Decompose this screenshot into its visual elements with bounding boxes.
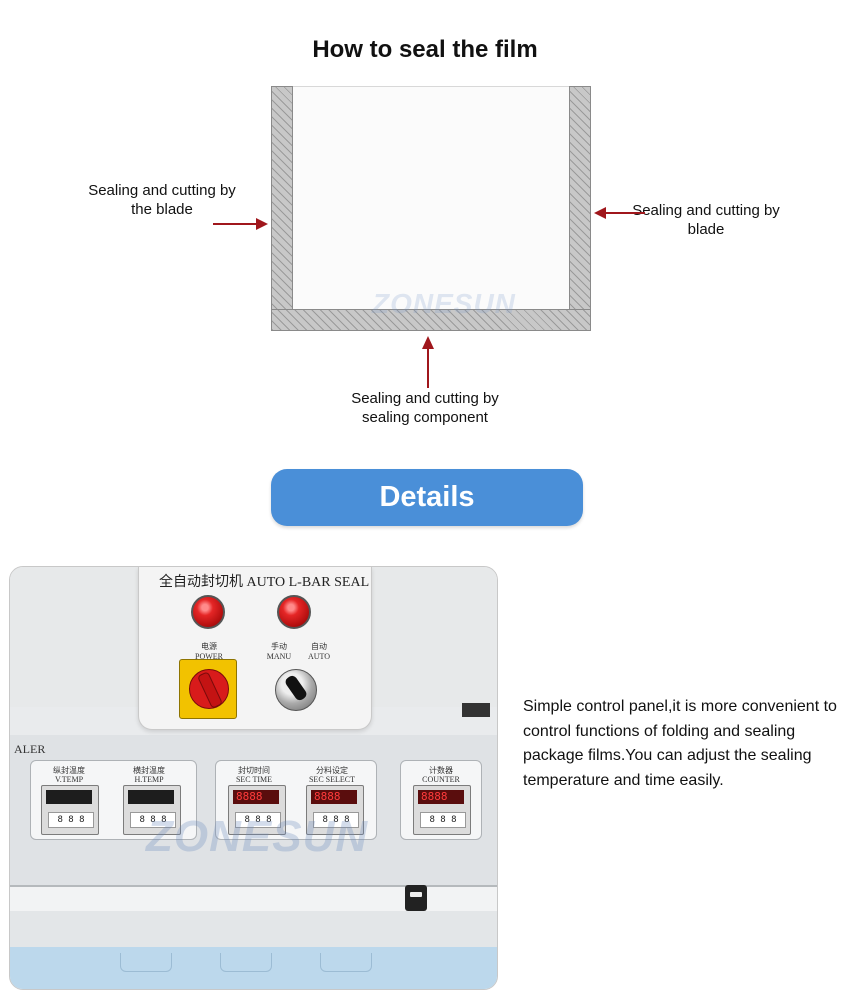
timer-meter bbox=[228, 785, 286, 835]
film-inner-area bbox=[292, 86, 570, 311]
photo-watermark: ZONESUN bbox=[146, 812, 369, 861]
meter-label-cn: 纵封温度 bbox=[53, 766, 85, 775]
details-button[interactable]: Details bbox=[271, 469, 583, 526]
hinge-icon bbox=[405, 885, 427, 911]
power-label-cn: 电源 bbox=[201, 642, 217, 651]
power-switch-knob-icon bbox=[189, 669, 229, 709]
meter-label-cn: 横封温度 bbox=[133, 766, 165, 775]
manual-label-cn: 手动 bbox=[271, 642, 287, 651]
panel-heading: 全自动封切机 AUTO L-BAR SEAL bbox=[159, 575, 370, 590]
meter-label-cn: 封切时间 bbox=[238, 766, 270, 775]
film-diagram bbox=[271, 86, 591, 331]
meter-label-cn: 分料设定 bbox=[316, 766, 348, 775]
temperature-meter bbox=[41, 785, 99, 835]
mode-selector-knob-icon bbox=[275, 669, 317, 711]
meter-label-en: SEC SELECT bbox=[308, 775, 355, 784]
watermark: ZONESUN bbox=[372, 288, 516, 319]
timer-meter bbox=[306, 785, 364, 835]
label-left-blade: Sealing and cutting by the blade bbox=[88, 182, 236, 218]
meter-label-en: H.TEMP bbox=[134, 775, 164, 784]
arrow-up-icon bbox=[422, 336, 434, 388]
auto-label-cn: 自动 bbox=[311, 642, 327, 651]
bottom-seal-edge bbox=[271, 309, 591, 331]
machine-base bbox=[10, 947, 497, 989]
arrows-layer bbox=[213, 207, 645, 388]
meter-label-en: COUNTER bbox=[422, 775, 460, 784]
left-seal-edge bbox=[271, 86, 293, 331]
label-bottom-component: Sealing and cutting by sealing component bbox=[351, 390, 499, 426]
machine-body-label: ALER bbox=[14, 742, 46, 756]
right-seal-edge bbox=[569, 86, 591, 331]
meter-label-en: V.TEMP bbox=[54, 775, 84, 784]
meter-label-en: SEC TIME bbox=[235, 775, 273, 784]
power-lamp-icon bbox=[191, 595, 225, 629]
status-lamp-icon bbox=[277, 595, 311, 629]
meter-label-cn: 计数器 bbox=[429, 766, 453, 775]
machine-bracket bbox=[462, 703, 490, 717]
manual-label-en: MANU bbox=[266, 652, 292, 661]
power-label-en: POWER bbox=[195, 652, 223, 661]
arrow-left-icon bbox=[213, 218, 268, 230]
page-title: How to seal the film bbox=[312, 36, 538, 63]
counter-meter bbox=[413, 785, 471, 835]
machine-lower-rail bbox=[10, 911, 497, 947]
power-switch-plate bbox=[179, 659, 237, 719]
feature-description: Simple control panel,it is more convenie… bbox=[523, 698, 837, 789]
temperature-meter bbox=[123, 785, 181, 835]
auto-label-en: AUTO bbox=[307, 652, 331, 661]
arrow-right-icon bbox=[594, 207, 645, 219]
label-right-blade: Sealing and cutting by blade bbox=[632, 202, 780, 238]
